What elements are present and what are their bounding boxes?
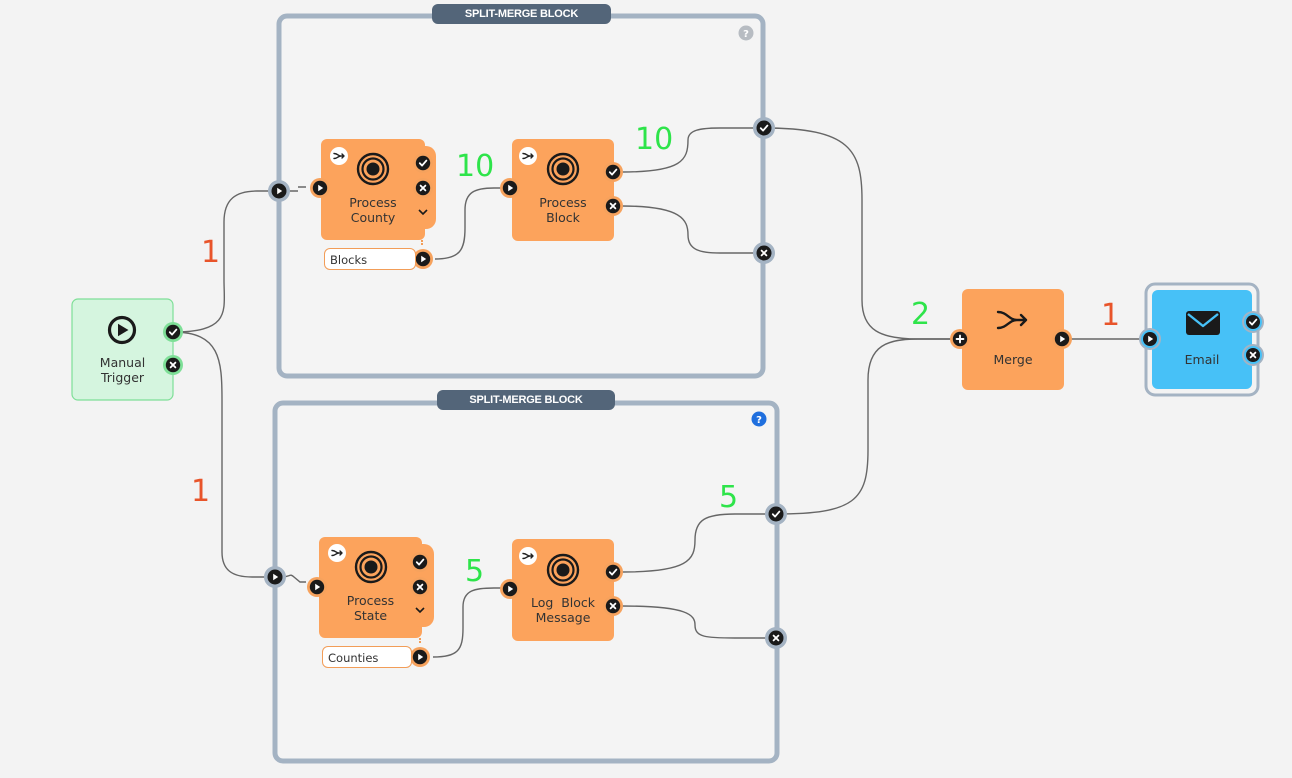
- counties-param-field[interactable]: Counties: [322, 646, 412, 668]
- merge-arrows-icon: [996, 310, 1028, 330]
- email-failure-port[interactable]: [1242, 344, 1264, 366]
- bottom-block-failure-port[interactable]: [765, 627, 787, 649]
- top-block-success-port[interactable]: [753, 117, 775, 139]
- log-block-message-node[interactable]: [500, 539, 623, 641]
- target-icon: [356, 152, 390, 186]
- top-block-input-port[interactable]: [268, 180, 290, 202]
- bottom-block-success-port[interactable]: [765, 503, 787, 525]
- process-county-node[interactable]: [310, 139, 436, 269]
- email-success-port[interactable]: [1242, 311, 1264, 333]
- chevron-down-icon[interactable]: [415, 607, 425, 614]
- merge-input-port[interactable]: [950, 329, 970, 349]
- target-icon: [546, 152, 580, 186]
- process-county-label: Process County: [349, 195, 397, 225]
- count-trigger-to-top-block: 1: [201, 235, 221, 270]
- chevron-down-icon[interactable]: [418, 209, 428, 216]
- count-merge-to-email: 1: [1101, 298, 1121, 333]
- question-circle-icon[interactable]: ?: [751, 411, 767, 427]
- log-block-message-failure-port[interactable]: [603, 596, 623, 616]
- count-state-to-log: 5: [465, 554, 485, 589]
- process-state-failure-port[interactable]: [410, 577, 430, 597]
- log-block-message-success-port[interactable]: [603, 562, 623, 582]
- process-block-node[interactable]: [500, 139, 623, 241]
- play-circle-icon: [107, 315, 137, 345]
- manual-trigger-label: Manual Trigger: [99, 355, 146, 385]
- log-block-message-label: Log Block Message: [530, 595, 596, 625]
- merge-node[interactable]: [950, 289, 1072, 390]
- email-node[interactable]: [1139, 282, 1264, 397]
- process-state-input-port[interactable]: [307, 577, 327, 597]
- email-input-port[interactable]: [1139, 328, 1161, 350]
- blocks-param-field[interactable]: Blocks: [324, 248, 416, 270]
- bottom-block-input-port[interactable]: [264, 566, 286, 588]
- merge-label: Merge: [993, 352, 1033, 367]
- trigger-failure-port[interactable]: [163, 355, 183, 375]
- count-block-to-top-exit: 10: [635, 122, 674, 157]
- connection-wires: [172, 127, 1140, 658]
- envelope-icon: [1186, 311, 1220, 335]
- split-merge-block-header: SPLIT-MERGE BLOCK: [432, 4, 611, 24]
- split-icon: [518, 146, 538, 166]
- count-log-to-bottom-exit: 5: [719, 480, 739, 515]
- target-icon: [546, 553, 580, 587]
- process-block-label: Process Block: [539, 195, 587, 225]
- split-icon: [518, 546, 538, 566]
- log-block-message-input-port[interactable]: [500, 579, 520, 599]
- process-state-param-port[interactable]: [410, 647, 430, 667]
- process-county-input-port[interactable]: [310, 178, 330, 198]
- count-trigger-to-bottom-block: 1: [191, 474, 211, 509]
- process-block-failure-port[interactable]: [603, 196, 623, 216]
- svg-text:?: ?: [743, 29, 749, 40]
- process-state-label: Process State: [346, 593, 395, 623]
- process-county-param-port[interactable]: [413, 249, 433, 269]
- top-block-failure-port[interactable]: [753, 242, 775, 264]
- manual-trigger-node[interactable]: [71, 298, 174, 401]
- question-circle-icon[interactable]: ?: [738, 25, 754, 41]
- trigger-success-port[interactable]: [163, 322, 183, 342]
- process-state-node[interactable]: [307, 537, 434, 667]
- count-into-merge: 2: [911, 297, 931, 332]
- process-county-failure-port[interactable]: [413, 178, 433, 198]
- svg-text:?: ?: [756, 415, 762, 426]
- count-county-to-block: 10: [456, 149, 495, 184]
- target-icon: [354, 550, 388, 584]
- split-icon: [329, 146, 349, 166]
- process-block-input-port[interactable]: [500, 178, 520, 198]
- process-state-success-port[interactable]: [410, 552, 430, 572]
- split-merge-block-header: SPLIT-MERGE BLOCK: [437, 390, 615, 410]
- process-block-success-port[interactable]: [603, 162, 623, 182]
- merge-output-port[interactable]: [1052, 329, 1072, 349]
- split-icon: [327, 543, 347, 563]
- email-label: Email: [1184, 352, 1220, 367]
- process-county-success-port[interactable]: [413, 153, 433, 173]
